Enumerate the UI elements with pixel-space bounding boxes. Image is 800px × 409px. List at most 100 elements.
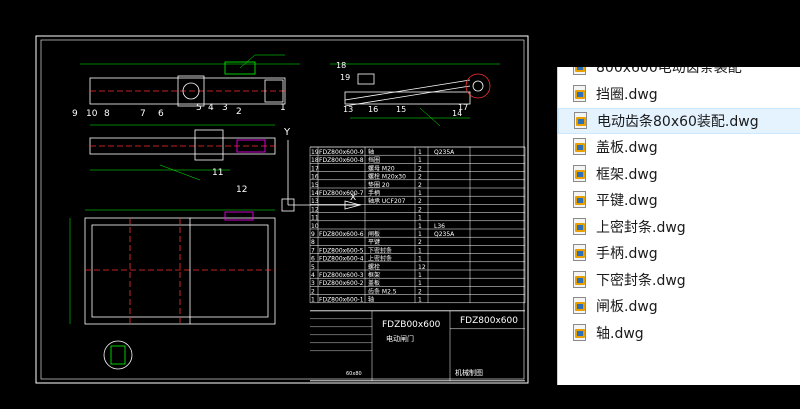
bom-cell: FDZ800x600-9 <box>319 149 364 156</box>
bom-cell: FDZ800x600-8 <box>319 157 364 164</box>
dwg-file-icon <box>572 191 588 209</box>
bom-cell: 垫圈 20 <box>368 181 390 189</box>
bom-cell: FDZ800x600-3 <box>319 272 364 279</box>
bom-cell: 2 <box>418 165 422 172</box>
ucs-icon: Y X <box>281 127 362 212</box>
file-name: 电动齿条80x60装配.dwg <box>597 113 759 130</box>
file-name: 手柄.dwg <box>596 246 658 262</box>
bom-cell: 3 <box>311 280 315 287</box>
dwg-file-icon <box>572 164 588 183</box>
bom-cell: FDZ800x600-6 <box>319 231 364 238</box>
bom-cell: 7 <box>311 247 315 254</box>
bom-cell: 9 <box>311 231 315 238</box>
bom-cell: FDZ800x600-4 <box>319 256 364 263</box>
file-row[interactable]: 下密封条.dwg <box>558 267 800 293</box>
file-name: 800x600电动齿条装配 <box>596 67 742 76</box>
bom-cell: 16 <box>311 174 319 181</box>
bom-cell: 平键 <box>368 238 380 246</box>
bom-cell: L36 <box>434 223 445 230</box>
bom-cell: 1 <box>418 280 422 287</box>
bom-cell: 1 <box>418 215 422 222</box>
bom-cell: 13 <box>311 198 319 205</box>
bom-cell: Q235A <box>434 149 455 156</box>
bom-cell: 螺栓 <box>368 263 380 271</box>
bom-cell: 2 <box>311 288 315 295</box>
file-row[interactable]: 轴.dwg <box>558 320 800 346</box>
bom-cell: 轴承 UCF207 <box>368 197 406 205</box>
callout-label: 17 <box>458 103 468 112</box>
bom-cell: 盖板 <box>368 279 380 287</box>
dwg-file-icon <box>573 111 589 130</box>
bom-cell: 1 <box>418 231 422 238</box>
file-row[interactable]: 闸板.dwg <box>558 293 800 319</box>
bom-cell: 上密封条 <box>368 255 392 263</box>
bom-cell: 1 <box>418 190 422 197</box>
bom-cell: 1 <box>418 247 422 254</box>
bom-cell: Q235A <box>434 231 455 238</box>
bom-cell: 挡圈 <box>368 156 380 164</box>
bom-cell: 19 <box>311 149 319 156</box>
file-name: 平键.dwg <box>596 193 658 209</box>
bom-cell: 1 <box>311 297 315 304</box>
file-row[interactable]: 盖板.dwg <box>558 134 800 160</box>
bom-cell: 2 <box>418 174 422 181</box>
bom-cell: 轴 <box>368 148 374 156</box>
file-name: 下密封条.dwg <box>596 272 686 289</box>
file-row[interactable]: 手柄.dwg <box>558 240 800 266</box>
bom-cell: 轴 <box>368 296 374 304</box>
bom-cell: 15 <box>311 182 319 189</box>
corner-note: 60x80 <box>346 371 362 377</box>
bom-cell: 5 <box>311 264 315 271</box>
right-view <box>330 63 500 127</box>
callout-label: 16 <box>368 105 378 114</box>
dwg-file-icon <box>572 217 588 236</box>
dwg-file-icon <box>572 85 588 103</box>
callout-label: 14 <box>452 109 462 118</box>
file-row[interactable]: 框架.dwg <box>558 161 800 187</box>
file-name: 框架.dwg <box>596 166 658 183</box>
file-row[interactable]: 电动齿条80x60装配.dwg <box>558 107 800 134</box>
file-name: 盖板.dwg <box>596 140 658 156</box>
company-name: 机械制图 <box>455 368 483 377</box>
svg-text:X: X <box>350 193 356 203</box>
callout-label: 7 <box>140 109 146 119</box>
callout-label: 5 <box>196 103 202 113</box>
file-name: 挡圈.dwg <box>596 87 658 103</box>
file-row[interactable]: 挡圈.dwg <box>558 81 800 107</box>
bom-cell: 12 <box>311 206 319 213</box>
bom-cell: 螺栓 M20x30 <box>368 173 406 181</box>
file-list-panel[interactable]: 800x600电动齿条装配 挡圈.dwg 电动齿条80x60装配.dwg 盖板.dw… <box>557 67 800 385</box>
side-view <box>89 124 276 181</box>
callout-label: 11 <box>212 168 223 178</box>
bom-cell: 闸板 <box>368 230 380 238</box>
bom-cell: 18 <box>311 157 319 164</box>
file-name: 轴.dwg <box>596 325 644 342</box>
drawing-inner-frame <box>40 39 525 380</box>
bom-cell: 12 <box>418 264 426 271</box>
bom-cell: 2 <box>418 288 422 295</box>
file-row-partial[interactable]: 800x600电动齿条装配 <box>558 67 800 80</box>
bom-cell: 2 <box>418 182 422 189</box>
callout-label: 15 <box>396 105 406 114</box>
bom-cell: 框架 <box>368 271 380 279</box>
bom-cell: 下密封条 <box>368 246 392 254</box>
file-row[interactable]: 平键.dwg <box>558 187 800 213</box>
drawing-frame <box>35 35 529 384</box>
title-code: FDZB00x600 <box>382 320 441 330</box>
callout-label: 3 <box>222 103 228 113</box>
callout-label: 9 <box>72 109 78 119</box>
callout-label: 19 <box>340 73 350 82</box>
callout-label: 10 <box>86 109 98 119</box>
bom-cell: 1 <box>418 256 422 263</box>
bom-cell: 17 <box>311 165 319 172</box>
file-name: 上密封条.dwg <box>596 219 686 236</box>
bom-cell: 1 <box>418 157 422 164</box>
top-view <box>80 54 300 107</box>
file-name: 闸板.dwg <box>596 299 658 315</box>
callout-label: 12 <box>236 185 247 195</box>
file-row[interactable]: 上密封条.dwg <box>558 214 800 240</box>
bom-cell: 6 <box>311 256 315 263</box>
